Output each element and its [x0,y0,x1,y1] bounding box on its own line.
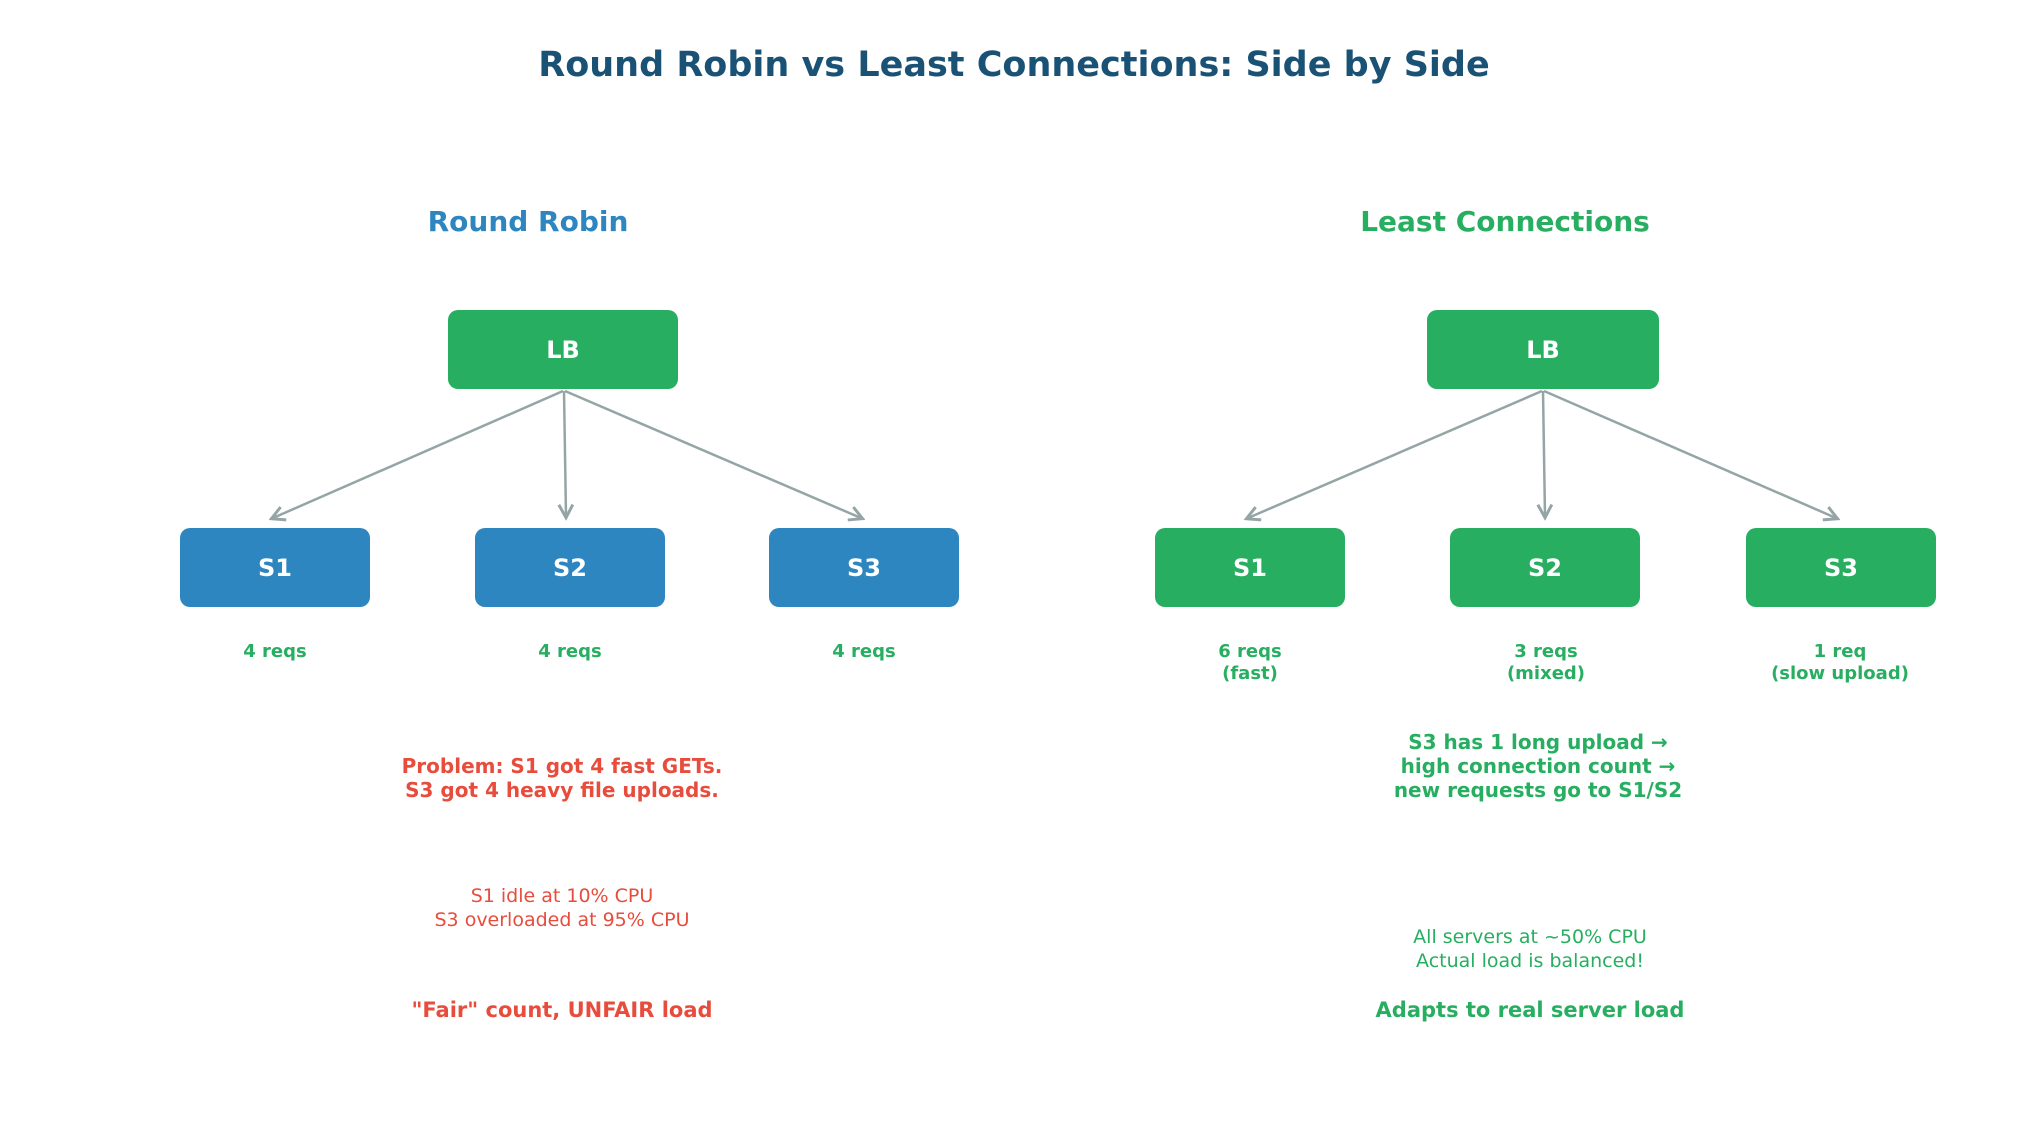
lc-cpu-status-note: All servers at ~50% CPU Actual load is b… [1413,926,1647,972]
rr-server-node-s1: S1 [180,528,370,607]
lc-server-node-s3: S3 [1746,528,1936,607]
rr-verdict: "Fair" count, UNFAIR load [411,998,713,1022]
page-title: Round Robin vs Least Connections: Side b… [538,45,1490,85]
round-robin-header: Round Robin [427,205,629,238]
rr-server-load-s2: 4 reqs [538,641,602,662]
arrow-lc-lb-to-s1 [1248,389,1543,518]
lc-server-load-s2: 3 reqs (mixed) [1506,641,1586,684]
arrow-rr-lb-to-s3 [564,389,861,518]
rr-server-label-s3: S3 [847,553,881,582]
lc-server-node-s2: S2 [1450,528,1640,607]
rr-server-node-s3: S3 [769,528,959,607]
arrow-lc-lb-to-s2 [1543,390,1545,516]
rr-server-label-s2: S2 [553,553,587,582]
lc-server-label-s1: S1 [1233,553,1267,582]
lc-server-load-s1: 6 reqs (fast) [1218,641,1282,684]
rr-server-label-s1: S1 [258,553,292,582]
rr-lb-node: LB [448,310,678,389]
least-connections-header: Least Connections [1360,205,1650,238]
rr-server-node-s2: S2 [475,528,665,607]
arrow-rr-lb-to-s1 [273,389,564,518]
lc-server-node-s1: S1 [1155,528,1345,607]
lc-behavior-note: S3 has 1 long upload → high connection c… [1393,730,1683,802]
arrow-lc-lb-to-s3 [1543,389,1836,518]
arrow-rr-lb-to-s2 [564,390,566,516]
rr-server-load-s3: 4 reqs [832,641,896,662]
rr-cpu-status-note: S1 idle at 10% CPU S3 overloaded at 95% … [434,885,690,931]
rr-problem-note: Problem: S1 got 4 fast GETs. S3 got 4 he… [401,754,723,802]
lc-server-load-s3: 1 req (slow upload) [1771,641,1909,684]
lc-server-label-s3: S3 [1824,553,1858,582]
lc-lb-label: LB [1526,335,1560,364]
lc-server-label-s2: S2 [1528,553,1562,582]
lc-verdict: Adapts to real server load [1375,998,1685,1022]
rr-server-load-s1: 4 reqs [243,641,307,662]
rr-lb-label: LB [546,335,580,364]
lc-lb-node: LB [1427,310,1659,389]
